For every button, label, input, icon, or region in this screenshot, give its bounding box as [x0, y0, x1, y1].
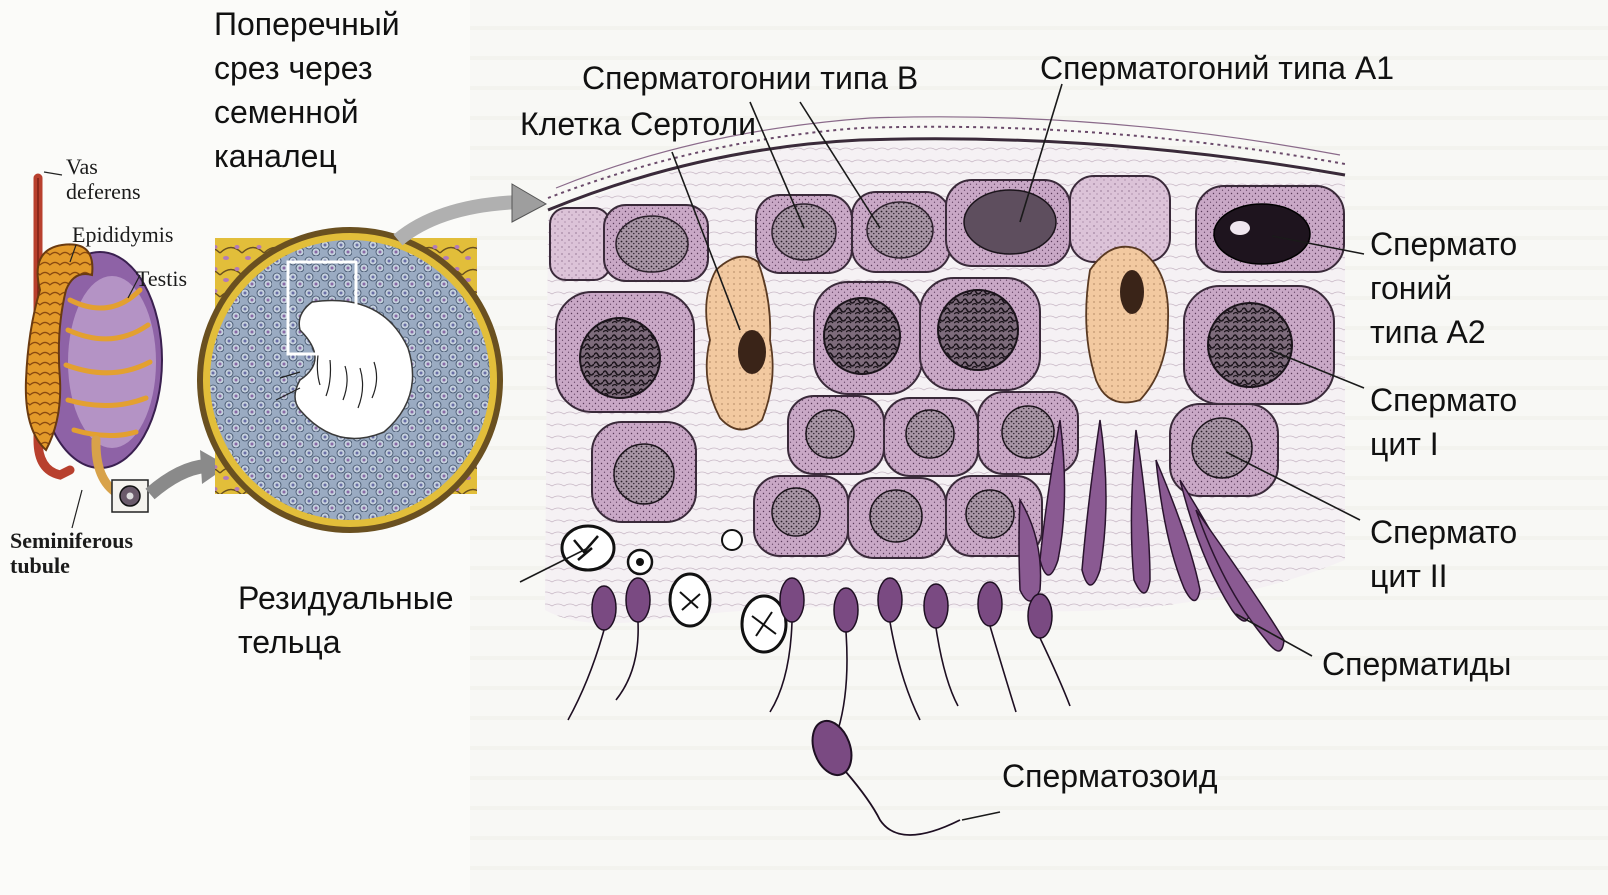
epithelium-detail [545, 117, 1345, 835]
label-seminiferous-tubule: Seminiferous tubule [10, 528, 133, 578]
label-sertoli-cell: Клетка Сертоли [520, 102, 756, 146]
label-vas-deferens: Vas deferens [66, 154, 141, 204]
tubule-cross-section [200, 230, 500, 530]
label-residual-bodies: Резидуальные тельца [238, 576, 454, 664]
free-spermatozoon [806, 716, 960, 835]
label-spermatogonia-a1: Сперматогоний типа А1 [1040, 46, 1394, 90]
label-spermatozoon: Сперматозоид [1002, 754, 1218, 798]
label-spermatogonia-a2: Спермато гоний типа А2 [1370, 222, 1517, 354]
label-spermatocyte-1: Спермато цит I [1370, 378, 1517, 466]
label-testis: Testis [136, 266, 187, 291]
label-spermatocyte-2: Спермато цит II [1370, 510, 1517, 598]
label-epididymis: Epididymis [72, 222, 173, 247]
label-cross-section: Поперечный срез через семенной каналец [214, 2, 400, 178]
arrow-to-cross-section [150, 466, 206, 494]
sertoli-cell-right [1086, 247, 1168, 403]
arrow-to-detail [398, 202, 520, 240]
label-spermatogonia-b: Сперматогонии типа В [582, 56, 918, 100]
label-spermatids: Сперматиды [1322, 642, 1511, 686]
